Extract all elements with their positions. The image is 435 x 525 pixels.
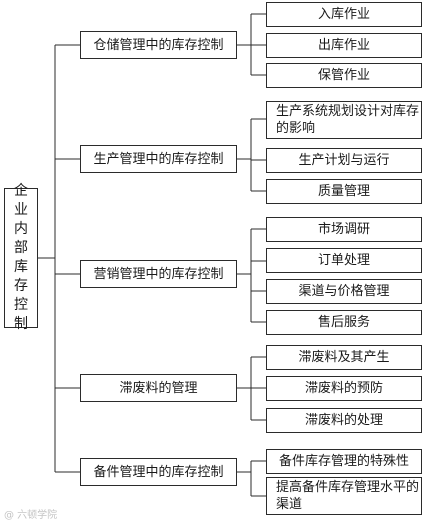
root-label-char: 企 <box>14 183 28 199</box>
leaf-node: 生产计划与运行 <box>266 148 422 173</box>
root-node: 企业内部库存控制 <box>4 183 38 332</box>
leaf-node: 保管作业 <box>266 63 422 88</box>
branch-node-warehouse: 仓储管理中的库存控制 <box>80 31 237 59</box>
leaf-node: 入库作业 <box>266 2 422 27</box>
leaf-node: 生产系统规划设计对库存的影响 <box>266 101 422 139</box>
leaf-node: 备件库存管理的特殊性 <box>266 449 422 474</box>
leaf-node: 提高备件库存管理水平的渠道 <box>266 477 422 515</box>
leaf-node: 渠道与价格管理 <box>266 279 422 304</box>
leaf-node: 质量管理 <box>266 179 422 204</box>
leaf-node: 市场调研 <box>266 217 422 242</box>
leaf-node: 出库作业 <box>266 33 422 58</box>
root-label-char: 业 <box>14 202 28 218</box>
root-label-char: 内 <box>14 221 28 237</box>
root-label-char: 库 <box>14 259 28 275</box>
watermark: @ 六顿学院 <box>4 510 58 521</box>
leaf-node: 滞废料及其产生 <box>266 345 422 370</box>
root-label-char: 制 <box>14 316 28 332</box>
branch-node-marketing: 营销管理中的库存控制 <box>80 260 237 288</box>
branch-node-spare-parts: 备件管理中的库存控制 <box>80 458 237 486</box>
branch-node-scrap: 滞废料的管理 <box>80 374 237 402</box>
branch-node-production: 生产管理中的库存控制 <box>80 145 237 173</box>
root-label-char: 部 <box>14 240 28 256</box>
leaf-node: 售后服务 <box>266 310 422 335</box>
root-label-char: 控 <box>14 297 28 313</box>
root-label-char: 存 <box>14 278 28 294</box>
leaf-node: 订单处理 <box>266 248 422 273</box>
leaf-node: 滞废料的处理 <box>266 408 422 433</box>
leaf-node: 滞废料的预防 <box>266 376 422 401</box>
